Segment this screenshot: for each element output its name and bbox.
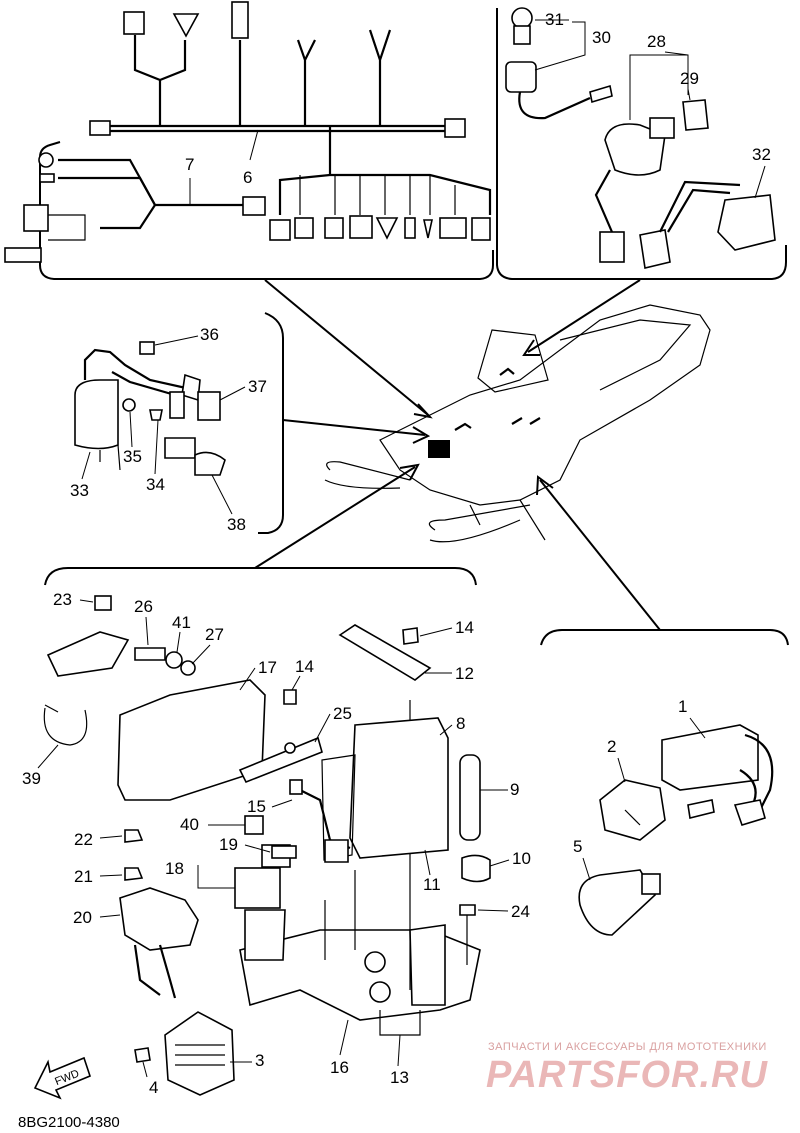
fwd-arrow: FWD — [33, 1056, 91, 1100]
frame-switch-group — [496, 8, 787, 280]
callout-21: 21 — [74, 867, 93, 886]
ignition-coil — [74, 341, 226, 476]
cover-17 — [117, 679, 266, 801]
rectifier-3 — [164, 1011, 235, 1096]
frame-ecu-group — [540, 629, 789, 646]
callout-4: 4 — [149, 1078, 158, 1097]
callout-41: 41 — [172, 613, 191, 632]
cylinder-5 — [578, 869, 661, 936]
callout-37: 37 — [248, 377, 267, 396]
callout-27: 27 — [205, 625, 224, 644]
mount-bracket-23-26 — [46, 595, 196, 677]
callout-33: 33 — [70, 481, 89, 500]
callout-1: 1 — [678, 697, 687, 716]
grommet-10 — [461, 854, 491, 883]
callout-24: 24 — [511, 902, 530, 921]
sensor-2 — [599, 779, 715, 841]
callout-16: 16 — [330, 1058, 349, 1077]
callout-9: 9 — [510, 780, 519, 799]
leader-switch-to-sled — [527, 279, 641, 353]
callout-2: 2 — [607, 737, 616, 756]
callout-32: 32 — [752, 145, 771, 164]
nut-4 — [134, 1047, 151, 1063]
callout-23: 23 — [53, 590, 72, 609]
callout-38: 38 — [227, 515, 246, 534]
bolt-24 — [459, 904, 476, 965]
relay-18 — [234, 844, 291, 961]
callout-34: 34 — [146, 475, 165, 494]
bracket-25 — [238, 736, 323, 784]
callout-29: 29 — [680, 69, 699, 88]
callout-labels: 1 2 3 4 5 6 7 8 9 10 11 12 13 14 14 15 1… — [22, 10, 771, 1097]
callout-5: 5 — [573, 837, 582, 856]
callout-3: 3 — [255, 1051, 264, 1070]
callout-28: 28 — [647, 32, 666, 51]
callout-10: 10 — [512, 849, 531, 868]
fuse-holder-15 — [289, 779, 351, 863]
callout-12: 12 — [455, 664, 474, 683]
callout-18: 18 — [165, 859, 184, 878]
callout-14b: 14 — [295, 657, 314, 676]
snowmobile-outline — [324, 304, 711, 543]
drawing-code: 8BG2100-4380 — [18, 1114, 120, 1131]
starter-relay-20 — [119, 887, 199, 999]
callout-35: 35 — [123, 447, 142, 466]
frame-harness-group — [39, 141, 494, 280]
leader-harness-to-sled — [264, 279, 429, 416]
callout-25: 25 — [333, 704, 352, 723]
callout-39: 39 — [22, 769, 41, 788]
callout-11: 11 — [423, 875, 441, 894]
fuse-19-40 — [244, 815, 297, 859]
nuts-21-22 — [124, 829, 144, 881]
leader-ecu-to-sled — [539, 479, 661, 631]
watermark-tagline: ЗАПЧАСТИ И АКСЕССУАРЫ ДЛЯ МОТОТЕХНИКИ — [488, 1041, 767, 1053]
tube-9 — [459, 754, 481, 841]
cdi-unit-1 — [661, 724, 774, 826]
main-switch — [594, 99, 776, 269]
wire-harness-7 — [4, 152, 266, 263]
base-plate-16 — [239, 700, 481, 1036]
callout-40: 40 — [180, 815, 199, 834]
watermark-brand: PARTSFOR.RU — [486, 1054, 768, 1096]
callout-17: 17 — [258, 658, 277, 677]
leader-coil-to-sled — [282, 419, 426, 436]
strap-12 — [338, 624, 432, 681]
callout-6: 6 — [243, 168, 252, 187]
callout-19: 19 — [219, 835, 238, 854]
callout-14a: 14 — [455, 618, 474, 637]
leader-box-to-sled — [254, 466, 416, 569]
frame-electrical-box-group — [44, 567, 477, 586]
callout-20: 20 — [73, 908, 92, 927]
ecu-box-8 — [321, 717, 449, 861]
bulb-and-socket — [505, 7, 613, 120]
callout-30: 30 — [592, 28, 611, 47]
callout-26: 26 — [134, 597, 153, 616]
clamp-39 — [43, 704, 88, 746]
callout-22: 22 — [74, 830, 93, 849]
callout-36: 36 — [200, 325, 219, 344]
wire-harness-6 — [89, 1, 492, 241]
callout-leaders — [37, 19, 766, 1078]
frame-ignition-coil-group — [258, 312, 284, 534]
callout-7: 7 — [185, 155, 194, 174]
callout-15: 15 — [247, 797, 266, 816]
callout-8: 8 — [456, 714, 465, 733]
callout-13: 13 — [390, 1068, 409, 1087]
